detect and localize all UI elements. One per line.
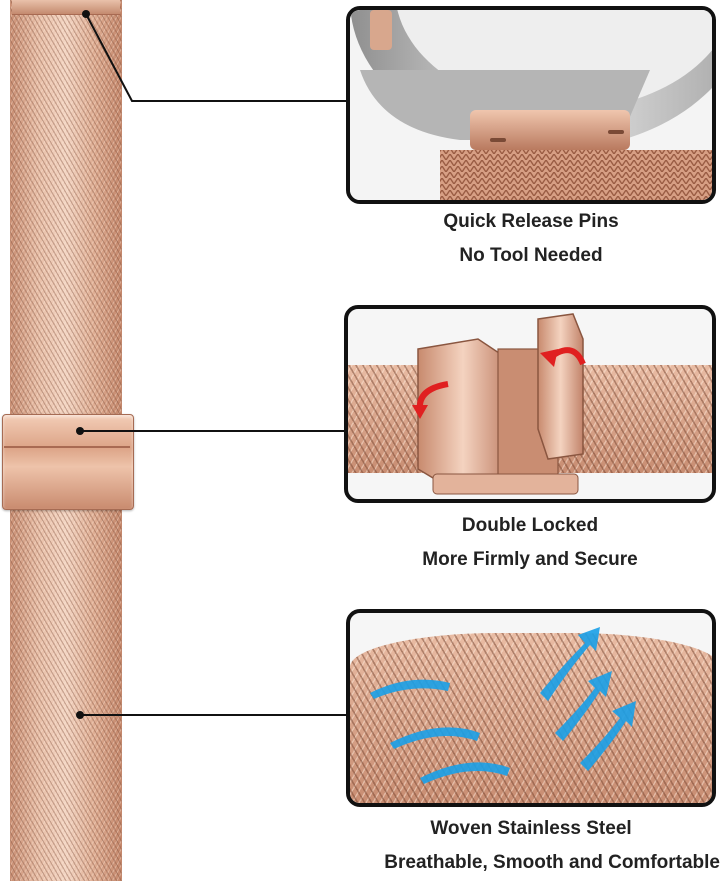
caption-lock-line2: More Firmly and Secure bbox=[422, 549, 638, 570]
airflow-arrow-blue-icon bbox=[370, 679, 450, 699]
caption-mesh-line2: Breathable, Smooth and Comfortable bbox=[384, 852, 720, 873]
clasp-illustration bbox=[412, 313, 586, 495]
mesh-closeup bbox=[350, 633, 712, 803]
airflow-arrow-blue-icon bbox=[580, 701, 636, 771]
airflow-arrow-blue-icon bbox=[390, 727, 480, 749]
detail-frame-pins bbox=[346, 6, 716, 204]
airflow-arrow-blue-icon bbox=[540, 627, 600, 701]
airflow-arrow-blue-icon bbox=[420, 762, 510, 784]
airflow-arrows bbox=[370, 627, 636, 784]
clasp-seam bbox=[4, 446, 130, 448]
mesh-segment bbox=[440, 150, 712, 200]
caption-pins-line2: No Tool Needed bbox=[459, 245, 603, 266]
watch-case-illustration bbox=[350, 10, 712, 200]
spring-bar-pin bbox=[470, 110, 630, 150]
buckle-clasp bbox=[2, 414, 134, 510]
strap-end-cap bbox=[12, 0, 120, 15]
caption-mesh-line1: Woven Stainless Steel bbox=[430, 818, 632, 839]
caption-pins-line1: Quick Release Pins bbox=[443, 211, 619, 232]
airflow-arrow-blue-icon bbox=[555, 671, 612, 741]
detail-frame-lock bbox=[344, 305, 716, 503]
caption-lock-line1: Double Locked bbox=[461, 515, 599, 536]
callout-line-pins bbox=[85, 13, 346, 102]
detail-frame-mesh bbox=[346, 609, 716, 807]
